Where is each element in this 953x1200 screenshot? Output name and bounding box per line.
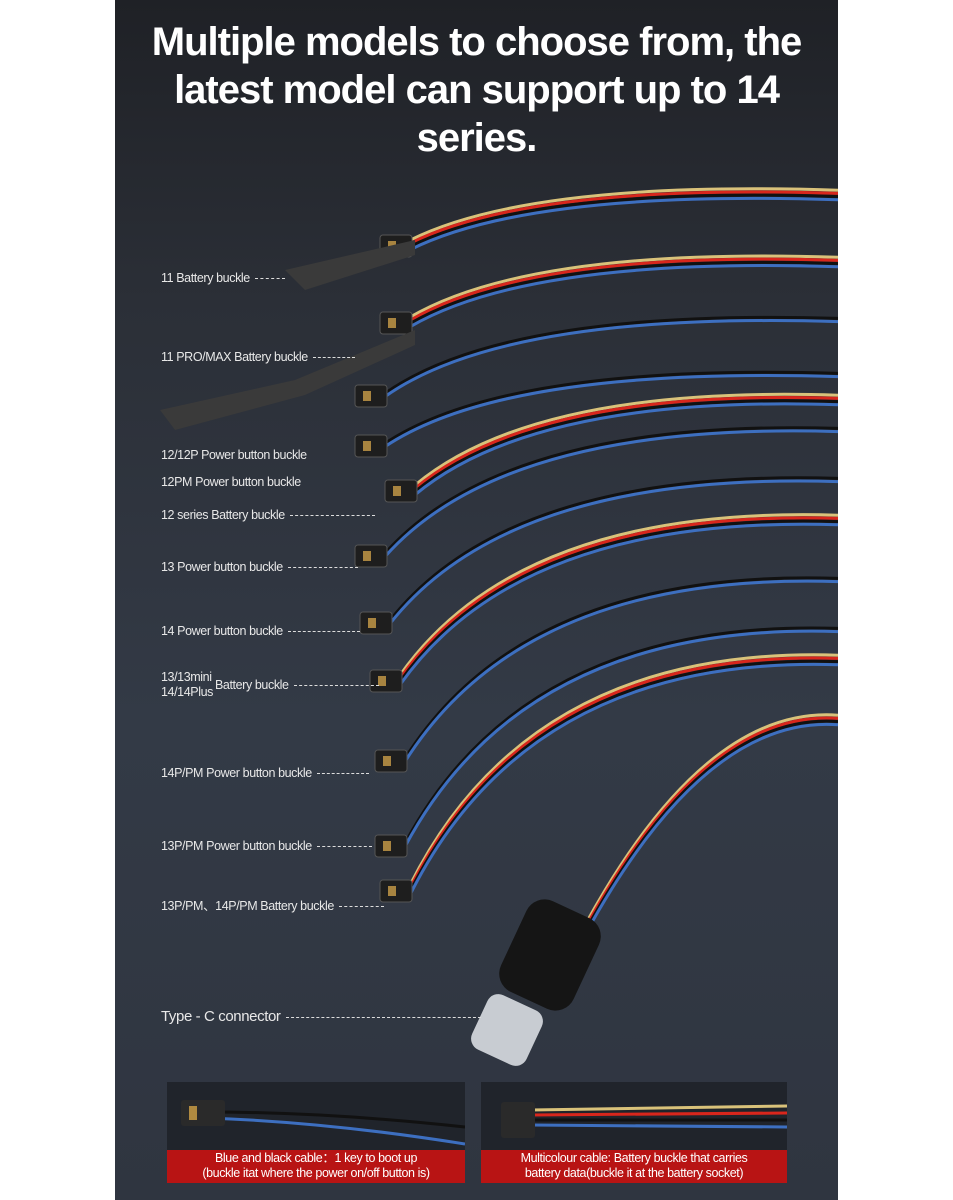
cable-illustration bbox=[160, 187, 838, 1066]
cable-wire bbox=[414, 395, 838, 490]
cable-wire bbox=[403, 629, 838, 848]
cable-wire bbox=[583, 722, 838, 936]
cable-wire bbox=[583, 716, 838, 930]
typec-connector-body bbox=[499, 899, 601, 1011]
cable-wire bbox=[409, 260, 838, 325]
label-13-power: 13 Power button buckle bbox=[161, 560, 358, 574]
cable-wire bbox=[398, 519, 838, 683]
flex-cable-11promax bbox=[160, 330, 415, 430]
flex-cable-11 bbox=[285, 240, 415, 290]
cable-wire bbox=[408, 659, 838, 893]
label-11-battery: 11 Battery buckle bbox=[161, 271, 285, 285]
inset-blue-black-cable bbox=[167, 1082, 465, 1152]
label-11promax-battery: 11 PRO/MAX Battery buckle bbox=[161, 350, 355, 364]
buckle-icon bbox=[501, 1102, 535, 1138]
label-14-power: 14 Power button buckle bbox=[161, 624, 360, 638]
label-typec: Type - C connector bbox=[161, 1008, 481, 1025]
buckle-icon bbox=[181, 1100, 225, 1126]
label-13-14ppm-battery: 13P/PM、14P/PM Battery buckle bbox=[161, 895, 384, 914]
cable-wire bbox=[383, 426, 838, 555]
product-infographic: Multiple models to choose from, the late… bbox=[115, 0, 838, 1200]
inset-multicolour-cable bbox=[481, 1082, 787, 1152]
cable-wire bbox=[409, 187, 838, 242]
cable-wire bbox=[403, 576, 838, 760]
cable-wire bbox=[409, 190, 838, 245]
label-13ppm-power: 13P/PM Power button buckle bbox=[161, 839, 372, 853]
cable-wire bbox=[403, 579, 838, 763]
cable-wire bbox=[414, 399, 838, 493]
cable-wire bbox=[583, 719, 838, 933]
headline: Multiple models to choose from, the late… bbox=[151, 20, 803, 160]
cable-wire bbox=[409, 254, 838, 319]
cable-wire bbox=[408, 653, 838, 886]
cable-wire bbox=[384, 370, 838, 445]
cable-wire bbox=[409, 196, 838, 252]
cable-wire bbox=[409, 257, 838, 322]
label-12-power: 12/12P Power button buckle bbox=[161, 448, 307, 462]
cable-wire bbox=[383, 429, 838, 558]
cable-wire bbox=[398, 522, 838, 686]
caption-blue-black: Blue and black cable：1 key to boot up(bu… bbox=[167, 1150, 465, 1183]
cable-wire bbox=[408, 662, 838, 896]
cable-wire bbox=[398, 516, 838, 680]
cable-wire bbox=[388, 479, 838, 625]
cable-wire bbox=[384, 315, 838, 395]
label-14ppm-power: 14P/PM Power button buckle bbox=[161, 766, 369, 780]
caption-multicolour: Multicolour cable: Battery buckle that c… bbox=[481, 1150, 787, 1183]
cable-wire bbox=[583, 713, 838, 926]
cable-wire bbox=[414, 392, 838, 487]
cable-wire bbox=[408, 656, 838, 890]
label-12pm-power: 12PM Power button buckle bbox=[161, 475, 301, 489]
cable-wire bbox=[388, 476, 838, 622]
cable-wire bbox=[414, 402, 838, 496]
cable-wire bbox=[384, 319, 838, 398]
cable-wire bbox=[384, 374, 838, 448]
cable-wire bbox=[409, 193, 838, 248]
cable-wire bbox=[403, 626, 838, 845]
typec-plug-icon bbox=[471, 994, 543, 1066]
label-12-battery: 12 series Battery buckle bbox=[161, 508, 375, 522]
cable-wire bbox=[409, 264, 838, 329]
cable-wire bbox=[398, 513, 838, 677]
